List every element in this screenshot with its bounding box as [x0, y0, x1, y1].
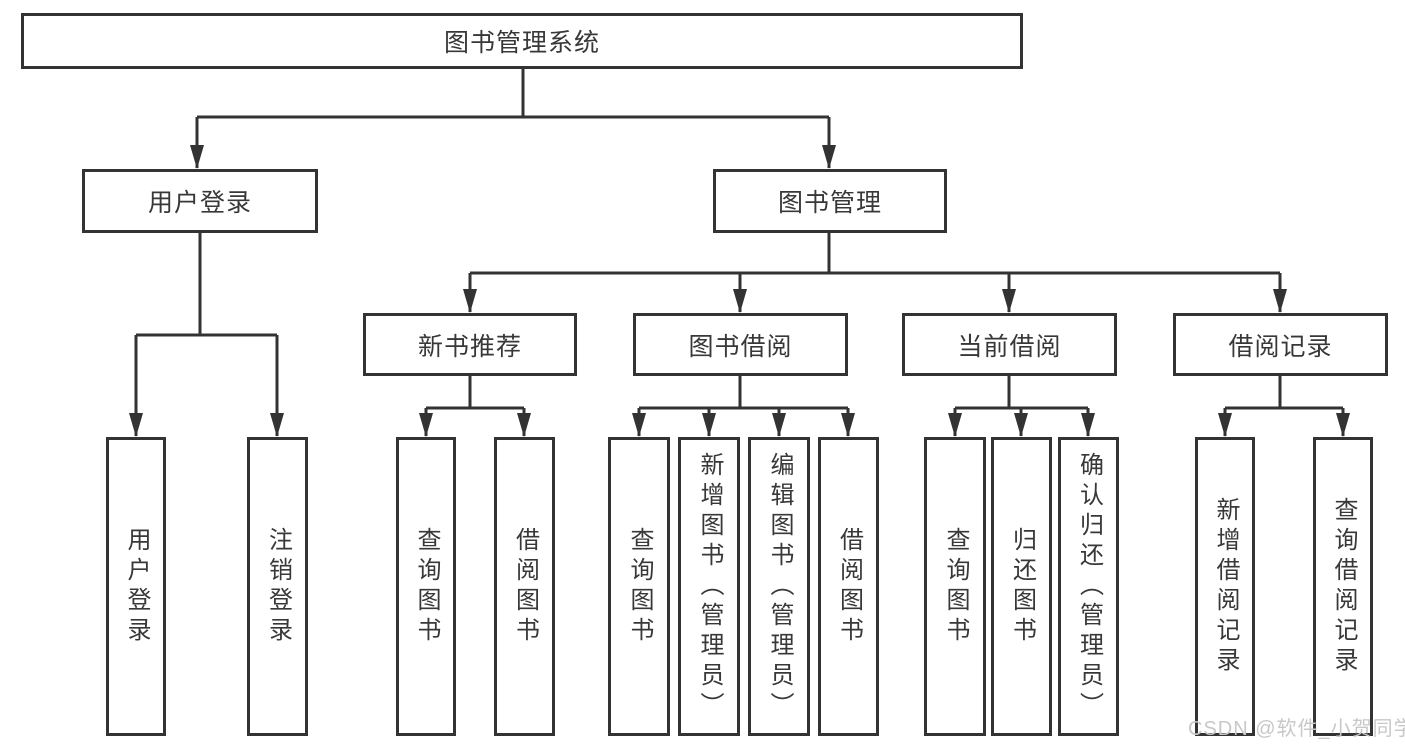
node-user-login-branch: 用户登录	[82, 169, 318, 233]
node-borrow-records: 借阅记录	[1173, 313, 1388, 376]
node-leaf-add-borrow-record: 新增借阅记录	[1195, 437, 1255, 736]
node-leaf-query-borrow-record: 查询借阅记录	[1313, 437, 1373, 736]
node-leaf-return-book: 归还图书	[991, 437, 1052, 736]
node-leaf-edit-book-admin: 编辑图书（管理员）	[748, 437, 810, 736]
node-current-borrow: 当前借阅	[902, 313, 1117, 376]
csdn-watermark: CSDN @软件_小贺同学	[1188, 718, 1405, 740]
node-leaf-borrow-books-recommend: 借阅图书	[494, 437, 555, 736]
node-leaf-confirm-return-admin: 确认归还（管理员）	[1058, 437, 1119, 736]
node-leaf-query-books-borrow: 查询图书	[608, 437, 670, 736]
node-leaf-logout: 注销登录	[247, 437, 308, 736]
node-leaf-borrow-books: 借阅图书	[818, 437, 879, 736]
node-leaf-add-book-admin: 新增图书（管理员）	[678, 437, 740, 736]
node-library-system: 图书管理系统	[21, 13, 1023, 69]
node-book-borrow: 图书借阅	[633, 313, 848, 376]
node-leaf-query-books-current: 查询图书	[924, 437, 986, 736]
node-book-management: 图书管理	[713, 169, 947, 233]
node-new-book-recommend: 新书推荐	[363, 313, 577, 376]
node-leaf-query-books-recommend: 查询图书	[396, 437, 456, 736]
node-leaf-user-login: 用户登录	[106, 437, 166, 736]
